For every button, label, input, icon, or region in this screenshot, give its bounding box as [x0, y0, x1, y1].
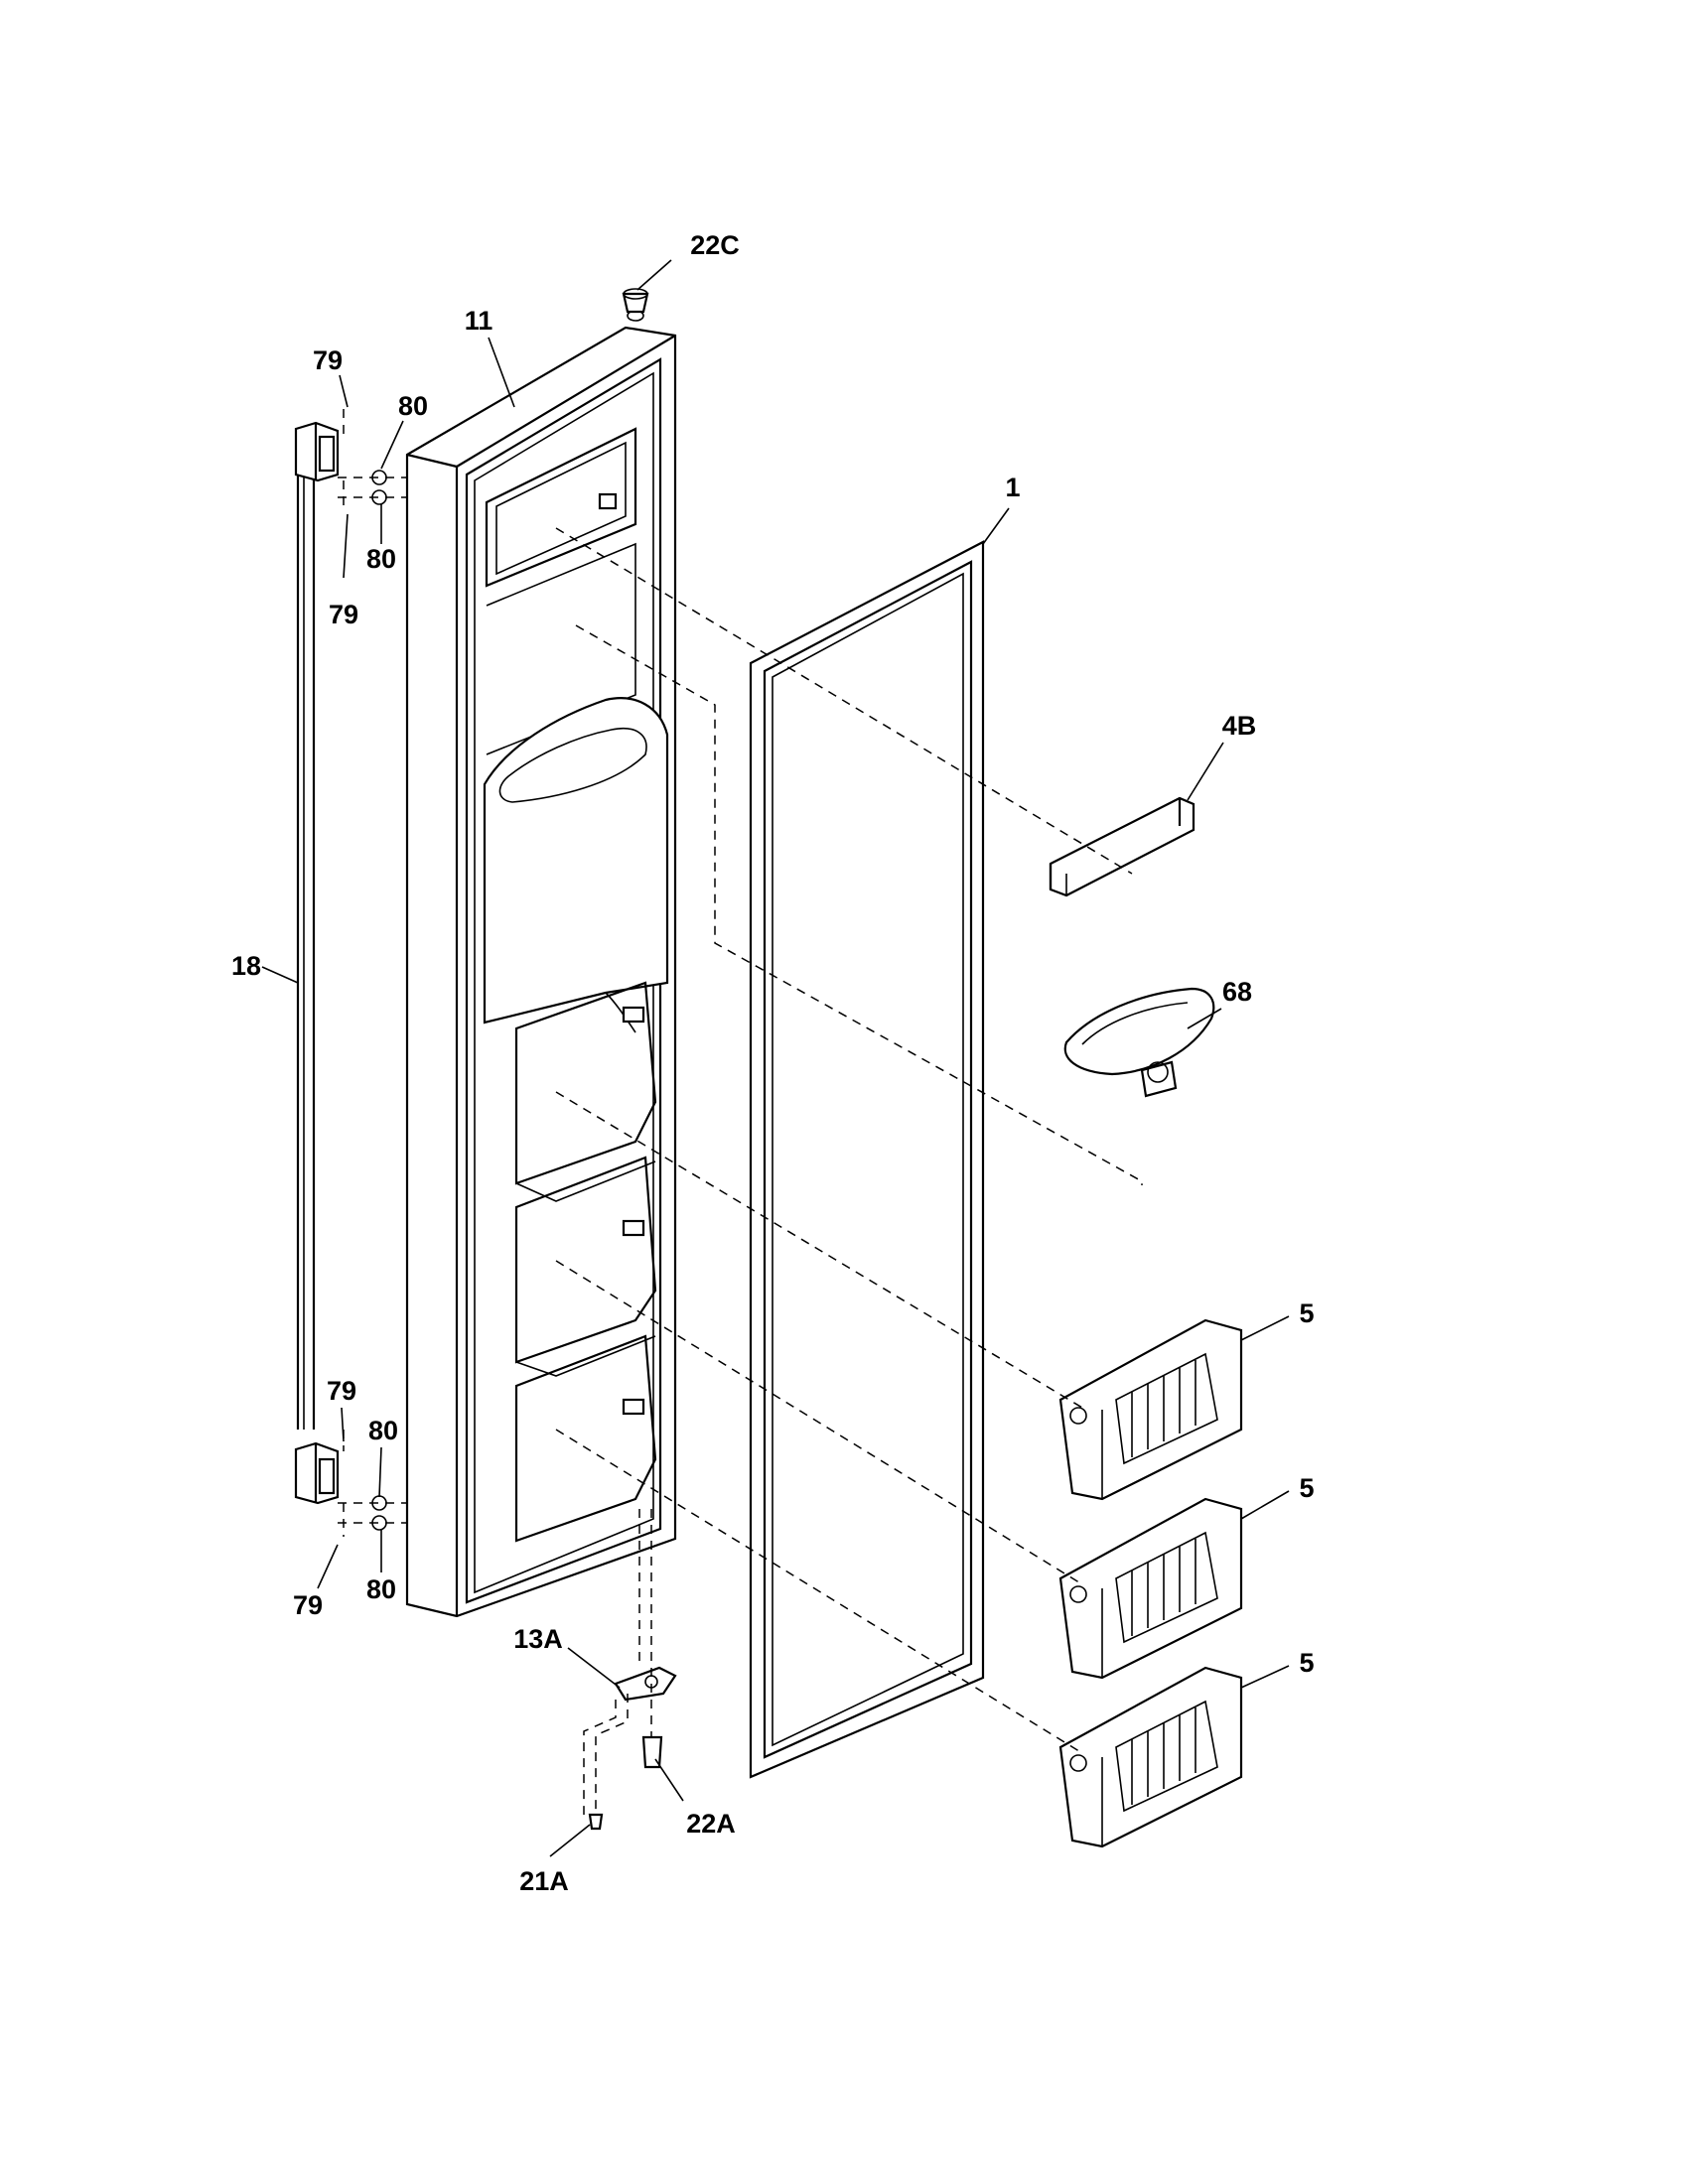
label-21a: 21A: [519, 1866, 569, 1896]
handle-screws-bottom: [338, 1430, 407, 1537]
label-22c: 22C: [690, 230, 740, 260]
leader-lines: [261, 259, 1290, 1857]
label-5-b: 5: [1299, 1473, 1314, 1503]
door-handle: [294, 421, 340, 1505]
label-79-bot-a: 79: [327, 1376, 356, 1406]
bottom-hinge-parts: [583, 1509, 677, 1831]
label-79-bot-b: 79: [293, 1590, 323, 1620]
label-80-top-a: 80: [398, 391, 428, 421]
label-18: 18: [231, 951, 261, 981]
handle-screws-top: [338, 409, 407, 506]
label-11: 11: [465, 306, 493, 336]
label-13a: 13A: [513, 1624, 563, 1654]
wire-bin-2: [1058, 1497, 1243, 1680]
door-assembly: [405, 310, 677, 1618]
label-79-top-b: 79: [329, 600, 358, 629]
ice-chute-cup: [1063, 987, 1215, 1098]
part-labels: 22C 11 79 80 80 79 1 4B 68 18 5 5 5 79 8…: [231, 230, 1315, 1896]
label-5-a: 5: [1299, 1298, 1314, 1328]
label-68: 68: [1222, 977, 1252, 1007]
wire-bin-1: [1058, 1318, 1243, 1501]
door-gasket: [749, 540, 985, 1779]
label-80-top-b: 80: [366, 544, 396, 574]
door-cap-top: [622, 288, 649, 314]
label-80-bot-a: 80: [368, 1416, 398, 1445]
label-5-c: 5: [1299, 1648, 1314, 1678]
label-1: 1: [1005, 473, 1020, 502]
door-bin-small: [1049, 796, 1196, 897]
assembly-lines: [555, 527, 1143, 1754]
label-4b: 4B: [1222, 711, 1257, 741]
label-79-top-a: 79: [313, 345, 343, 375]
label-80-bot-b: 80: [366, 1574, 396, 1604]
label-22a: 22A: [686, 1809, 736, 1839]
wire-bin-3: [1058, 1666, 1243, 1848]
